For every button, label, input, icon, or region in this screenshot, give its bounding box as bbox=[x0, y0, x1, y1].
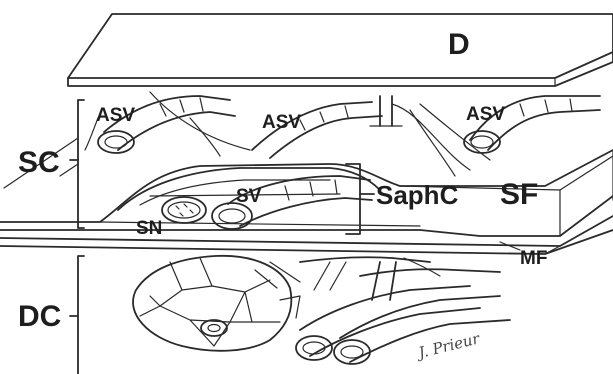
label-sc: SC bbox=[18, 146, 60, 179]
label-dc: DC bbox=[18, 300, 61, 333]
label-asv-right: ASV bbox=[466, 104, 505, 125]
dc-bracket bbox=[70, 256, 84, 374]
label-asv-left: ASV bbox=[96, 105, 135, 126]
artist-signature: J. Prieur bbox=[414, 329, 482, 362]
label-saphc: SaphC bbox=[376, 180, 459, 210]
label-asv-middle: ASV bbox=[262, 112, 301, 133]
label-sf: SF bbox=[500, 178, 538, 211]
retinacula-cutis bbox=[85, 92, 490, 176]
deep-compartment-muscle bbox=[133, 256, 291, 351]
dermis-plate bbox=[68, 14, 613, 86]
deep-veins-lower bbox=[296, 286, 510, 364]
label-mf: MF bbox=[520, 248, 547, 269]
label-sn: SN bbox=[136, 218, 162, 239]
saphenous-nerve bbox=[162, 197, 206, 223]
accessory-vein-middle bbox=[252, 96, 470, 170]
label-sv: SV bbox=[236, 186, 262, 207]
label-d: D bbox=[448, 28, 470, 61]
